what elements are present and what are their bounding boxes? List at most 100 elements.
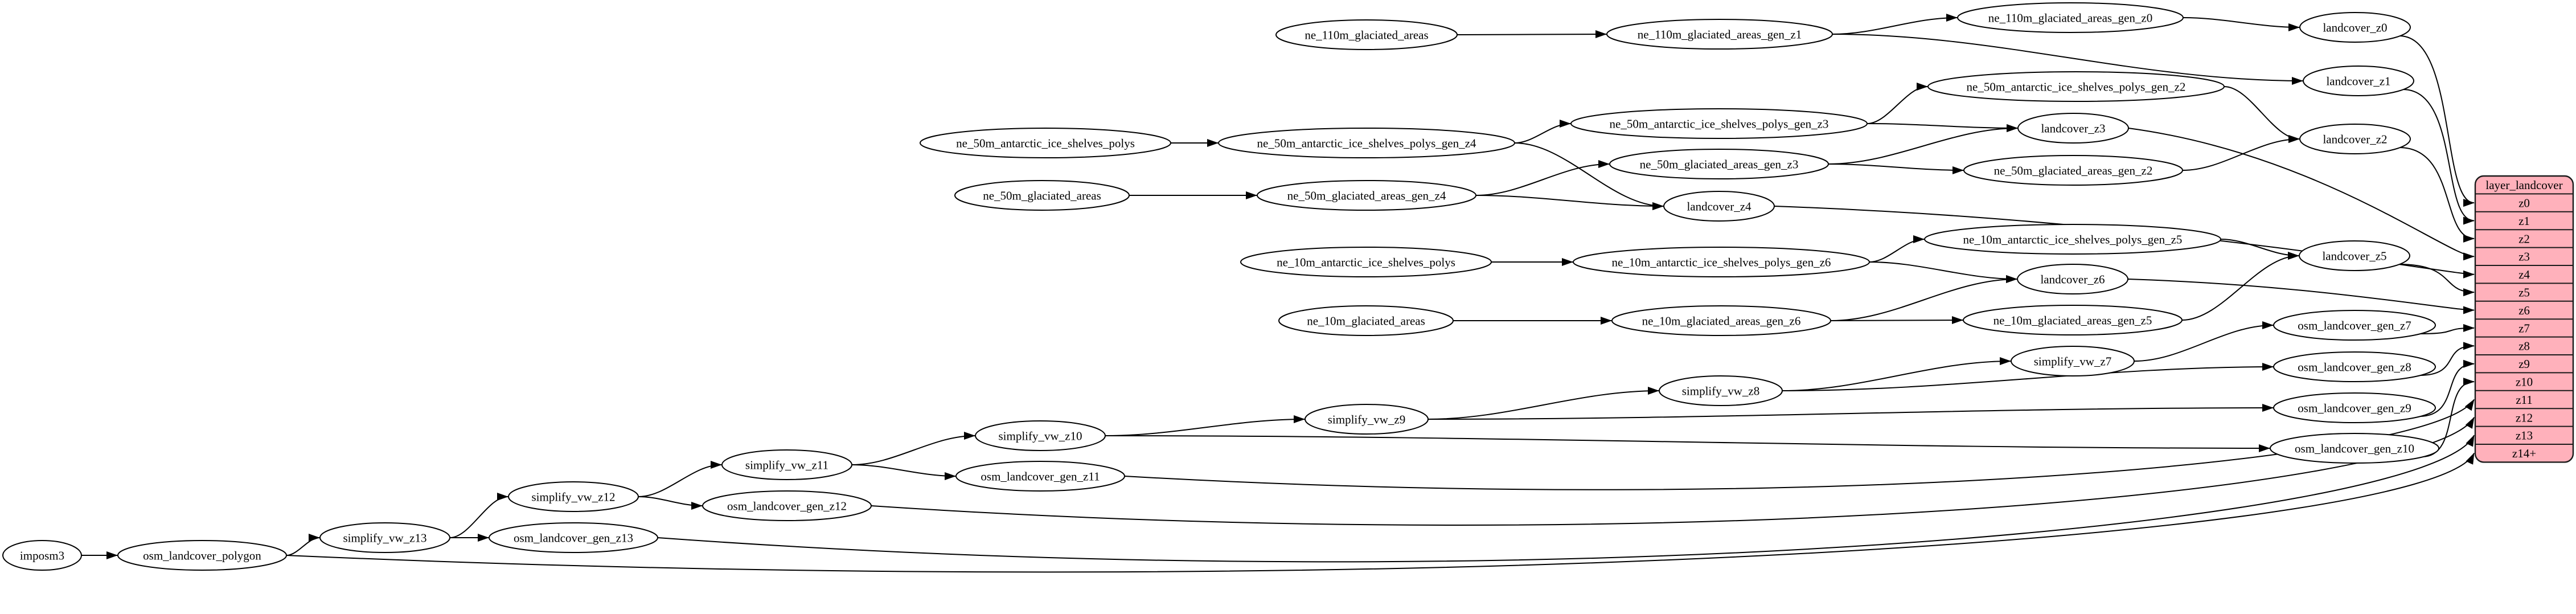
- table-row-z0: z0: [2518, 196, 2530, 210]
- edge-simplify_vw_z10--simplify_vw_z9: [1105, 415, 1305, 436]
- node-label-ne_50m_glaciated_areas_gen_z2: ne_50m_glaciated_areas_gen_z2: [1994, 163, 2153, 177]
- edge-ne_50m_antarctic_ice_shelves_polys_gen_z2--landcover_z2: [2224, 86, 2300, 143]
- edge-ne_50m_glaciated_areas_gen_z4--ne_50m_glaciated_areas_gen_z3: [1475, 160, 1610, 196]
- node-shape-ne_50m_glaciated_areas: [954, 180, 1130, 211]
- edge-ne_50m_antarctic_ice_shelves_polys_gen_z4--ne_50m_antarctic_ice_shelves_polys_gen_z3: [1514, 120, 1571, 144]
- node-shape-osm_landcover_gen_z10: [2270, 433, 2439, 464]
- node-shape-ne_50m_antarctic_ice_shelves_polys_gen_z4: [1218, 128, 1515, 158]
- table-row-z12: z12: [2516, 411, 2533, 424]
- node-label-ne_110m_glaciated_areas_gen_z0: ne_110m_glaciated_areas_gen_z0: [1988, 11, 2152, 24]
- edge-simplify_vw_z12--simplify_vw_z11: [638, 461, 722, 497]
- edge-landcover_z5--layer-row-z5: [2398, 264, 2475, 297]
- edge-simplify_vw_z8--osm_landcover_gen_z8: [1782, 363, 2274, 391]
- node-label-osm_landcover_gen_z13: osm_landcover_gen_z13: [514, 531, 633, 545]
- node-shape-ne_10m_antarctic_ice_shelves_polys_gen_z6: [1573, 247, 1870, 277]
- node-shape-landcover_z6: [2017, 264, 2128, 294]
- edge-ne_50m_antarctic_ice_shelves_polys_gen_z4--landcover_z4: [1514, 142, 1664, 210]
- edge-landcover_z4--layer-row-z4: [1774, 206, 2475, 279]
- table-row-z4: z4: [2518, 268, 2530, 281]
- edge-osm_landcover_gen_z7--layer-row-z7: [2419, 324, 2475, 334]
- table-row-z7: z7: [2518, 321, 2530, 335]
- node-label-landcover_z2: landcover_z2: [2323, 132, 2387, 146]
- node-label-simplify_vw_z12: simplify_vw_z12: [532, 490, 616, 504]
- edge-osm_landcover_gen_z13--layer-row-z13: [657, 435, 2475, 563]
- node-osm_landcover_gen_z8: osm_landcover_gen_z8: [2273, 351, 2436, 382]
- node-label-ne_10m_glaciated_areas_gen_z6: ne_10m_glaciated_areas_gen_z6: [1642, 314, 1801, 328]
- edge-landcover_z2--layer-row-z2: [2399, 147, 2475, 243]
- edges-layer: [81, 14, 2475, 573]
- node-ne_50m_antarctic_ice_shelves_polys_gen_z3: ne_50m_antarctic_ice_shelves_polys_gen_z…: [1570, 108, 1868, 139]
- edge-ne_110m_glaciated_areas_gen_z1--ne_110m_glaciated_areas_gen_z0: [1832, 14, 1958, 35]
- node-osm_landcover_gen_z11: osm_landcover_gen_z11: [955, 461, 1125, 492]
- node-label-ne_50m_antarctic_ice_shelves_polys_gen_z3: ne_50m_antarctic_ice_shelves_polys_gen_z…: [1610, 117, 1829, 130]
- edge-ne_50m_glaciated_areas_gen_z2--landcover_z2: [2182, 135, 2300, 171]
- edge-osm_landcover_polygon--simplify_vw_z13: [286, 534, 320, 556]
- node-ne_10m_antarctic_ice_shelves_polys_gen_z5: ne_10m_antarctic_ice_shelves_polys_gen_z…: [1924, 224, 2221, 255]
- table-row-z13: z13: [2516, 429, 2533, 443]
- node-label-ne_10m_antarctic_ice_shelves_polys_gen_z5: ne_10m_antarctic_ice_shelves_polys_gen_z…: [1963, 232, 2183, 246]
- node-label-ne_50m_antarctic_ice_shelves_polys_gen_z2: ne_50m_antarctic_ice_shelves_polys_gen_z…: [1967, 80, 2186, 93]
- node-label-landcover_z5: landcover_z5: [2322, 249, 2386, 263]
- node-osm_landcover_gen_z13: osm_landcover_gen_z13: [489, 522, 658, 553]
- node-simplify_vw_z13: simplify_vw_z13: [319, 522, 450, 553]
- table-layer: layer_landcoverz0z1z2z3z4z5z6z7z8z9z10z1…: [2474, 175, 2574, 463]
- node-shape-osm_landcover_gen_z7: [2273, 310, 2436, 341]
- edge-ne_10m_glaciated_areas_gen_z6--ne_10m_glaciated_areas_gen_z5: [1830, 316, 1963, 325]
- node-ne_50m_antarctic_ice_shelves_polys: ne_50m_antarctic_ice_shelves_polys: [920, 128, 1171, 158]
- table-row-z6: z6: [2518, 304, 2530, 317]
- node-ne_10m_glaciated_areas_gen_z6: ne_10m_glaciated_areas_gen_z6: [1611, 305, 1831, 336]
- node-label-osm_landcover_gen_z10: osm_landcover_gen_z10: [2295, 441, 2414, 455]
- node-simplify_vw_z12: simplify_vw_z12: [508, 481, 639, 512]
- edge-ne_10m_glaciated_areas_gen_z6--landcover_z6: [1830, 275, 2017, 321]
- edge-ne_50m_glaciated_areas_gen_z3--landcover_z3: [1828, 124, 2018, 165]
- node-label-osm_landcover_polygon: osm_landcover_polygon: [143, 548, 261, 562]
- node-label-osm_landcover_gen_z8: osm_landcover_gen_z8: [2298, 360, 2411, 374]
- node-ne_110m_glaciated_areas: ne_110m_glaciated_areas: [1275, 19, 1458, 50]
- node-shape-osm_landcover_gen_z13: [489, 522, 658, 553]
- node-osm_landcover_gen_z10: osm_landcover_gen_z10: [2270, 433, 2439, 464]
- node-label-imposm3: imposm3: [20, 548, 64, 562]
- node-shape-simplify_vw_z8: [1659, 375, 1783, 406]
- node-label-ne_10m_antarctic_ice_shelves_polys: ne_10m_antarctic_ice_shelves_polys: [1277, 255, 1455, 269]
- edge-ne_110m_glaciated_areas_gen_z1--landcover_z1: [1832, 34, 2303, 85]
- node-shape-landcover_z1: [2303, 66, 2414, 96]
- node-shape-ne_10m_antarctic_ice_shelves_polys: [1240, 247, 1492, 277]
- node-shape-osm_landcover_gen_z8: [2273, 351, 2436, 382]
- node-label-osm_landcover_gen_z9: osm_landcover_gen_z9: [2298, 401, 2411, 415]
- edge-osm_landcover_gen_z8--layer-row-z8: [2419, 342, 2475, 376]
- node-shape-landcover_z0: [2299, 12, 2411, 43]
- node-shape-landcover_z3: [2017, 113, 2129, 144]
- node-ne_50m_glaciated_areas_gen_z4: ne_50m_glaciated_areas_gen_z4: [1257, 180, 1476, 211]
- node-ne_10m_antarctic_ice_shelves_polys_gen_z6: ne_10m_antarctic_ice_shelves_polys_gen_z…: [1573, 247, 1870, 277]
- edge-landcover_z6--layer-row-z6: [2127, 279, 2475, 314]
- node-osm_landcover_gen_z9: osm_landcover_gen_z9: [2273, 392, 2436, 423]
- edge-osm_landcover_polygon--layer-row-z14+: [286, 452, 2475, 573]
- node-label-ne_10m_antarctic_ice_shelves_polys_gen_z6: ne_10m_antarctic_ice_shelves_polys_gen_z…: [1612, 255, 1831, 269]
- node-label-landcover_z1: landcover_z1: [2326, 74, 2390, 88]
- node-shape-ne_50m_glaciated_areas_gen_z3: [1609, 149, 1829, 179]
- node-label-simplify_vw_z10: simplify_vw_z10: [999, 429, 1082, 443]
- node-landcover_z1: landcover_z1: [2303, 66, 2414, 96]
- node-label-landcover_z4: landcover_z4: [1687, 199, 1751, 213]
- node-landcover_z2: landcover_z2: [2299, 124, 2411, 154]
- edge-landcover_z3--layer-row-z3: [2128, 128, 2475, 261]
- layer-table-title: layer_landcover: [2485, 178, 2562, 192]
- node-shape-ne_50m_antarctic_ice_shelves_polys: [920, 128, 1171, 158]
- node-label-ne_50m_glaciated_areas_gen_z3: ne_50m_glaciated_areas_gen_z3: [1640, 157, 1799, 171]
- nodes-layer: imposm3 osm_landcover_polygon simplify_vw_…: [2, 2, 2439, 571]
- node-shape-osm_landcover_gen_z9: [2273, 392, 2436, 423]
- node-shape-ne_50m_glaciated_areas_gen_z4: [1257, 180, 1476, 211]
- node-landcover_z4: landcover_z4: [1663, 191, 1775, 222]
- node-label-ne_50m_antarctic_ice_shelves_polys: ne_50m_antarctic_ice_shelves_polys: [956, 136, 1135, 150]
- node-osm_landcover_gen_z7: osm_landcover_gen_z7: [2273, 310, 2436, 341]
- node-simplify_vw_z9: simplify_vw_z9: [1305, 404, 1429, 435]
- node-label-osm_landcover_gen_z7: osm_landcover_gen_z7: [2298, 318, 2411, 332]
- node-shape-landcover_z2: [2299, 124, 2411, 154]
- node-label-simplify_vw_z13: simplify_vw_z13: [343, 531, 427, 545]
- node-label-simplify_vw_z7: simplify_vw_z7: [2034, 354, 2112, 368]
- node-shape-landcover_z5: [2299, 240, 2410, 271]
- table-row-z11: z11: [2516, 393, 2533, 407]
- node-ne_10m_antarctic_ice_shelves_polys: ne_10m_antarctic_ice_shelves_polys: [1240, 247, 1492, 277]
- node-label-simplify_vw_z9: simplify_vw_z9: [1328, 412, 1406, 426]
